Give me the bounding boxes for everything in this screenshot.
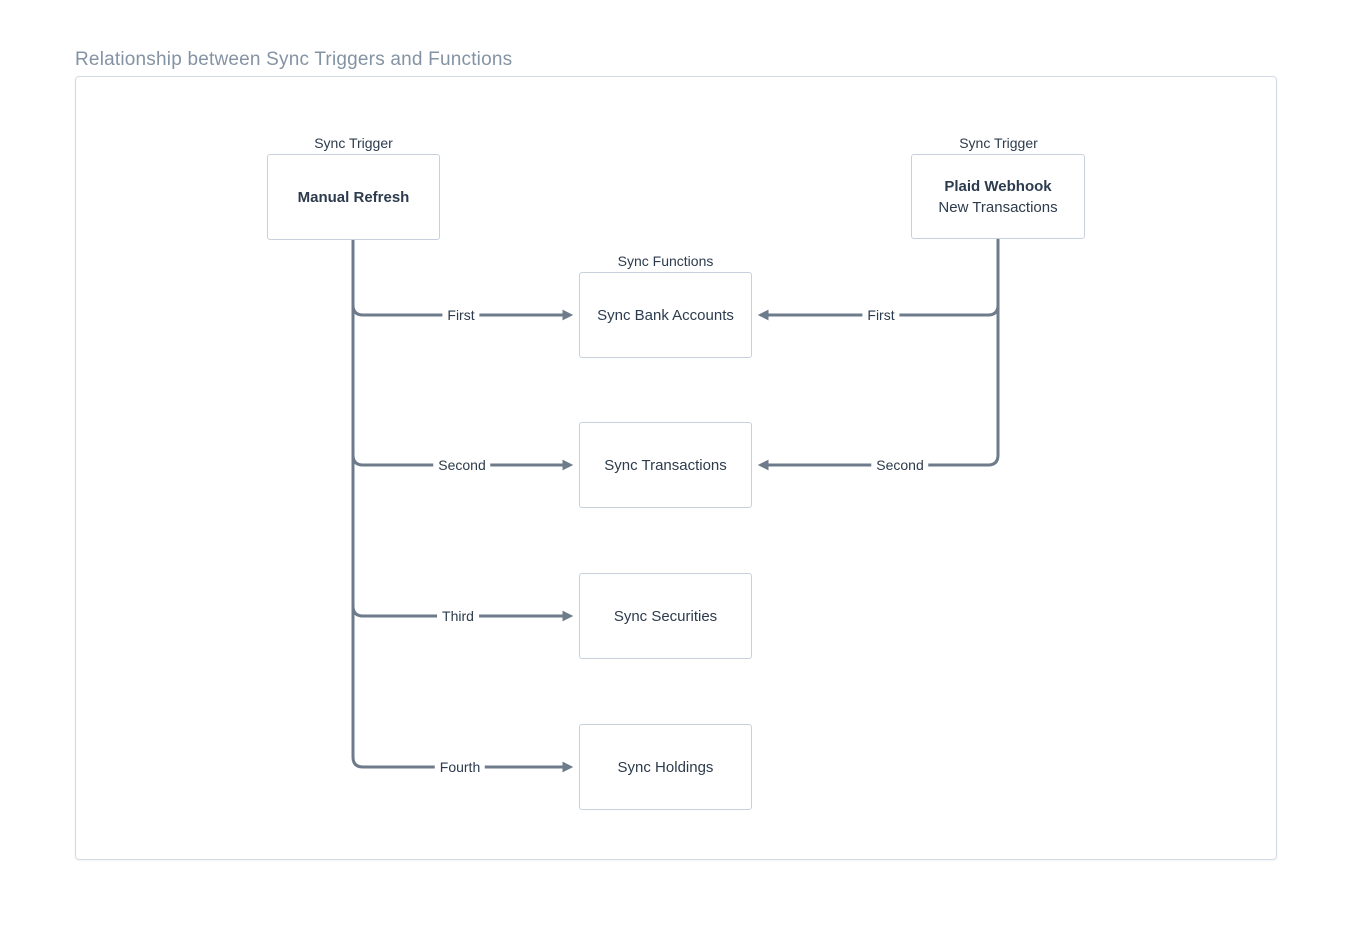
wire-label-manual-third: Third <box>437 607 479 625</box>
page-title: Relationship between Sync Triggers and F… <box>75 49 513 70</box>
sync-trigger-header-right: Sync Trigger <box>959 135 1038 151</box>
node-manual-refresh: Manual Refresh <box>267 154 440 240</box>
wire-label-plaid-first: First <box>862 306 900 324</box>
node-sync-holdings: Sync Holdings <box>579 724 752 810</box>
node-manual-refresh-label: Manual Refresh <box>297 188 410 206</box>
node-plaid-webhook-sublabel: New Transactions <box>938 198 1058 216</box>
sync-trigger-header-left: Sync Trigger <box>314 135 393 151</box>
node-sync-securities: Sync Securities <box>579 573 752 659</box>
node-sync-securities-label: Sync Securities <box>613 607 718 625</box>
wire-label-manual-second: Second <box>433 456 491 474</box>
node-sync-transactions-label: Sync Transactions <box>604 456 727 474</box>
sync-functions-header: Sync Functions <box>617 253 714 269</box>
node-plaid-webhook-label: Plaid Webhook <box>944 177 1052 195</box>
node-sync-bank-accounts-label: Sync Bank Accounts <box>597 306 734 324</box>
wire-label-plaid-second: Second <box>871 456 929 474</box>
node-sync-holdings-label: Sync Holdings <box>617 758 714 776</box>
wire-label-manual-fourth: Fourth <box>434 758 486 776</box>
node-sync-transactions: Sync Transactions <box>579 422 752 508</box>
wire-label-manual-first: First <box>442 306 480 324</box>
node-sync-bank-accounts: Sync Bank Accounts <box>579 272 752 358</box>
node-plaid-webhook: Plaid Webhook New Transactions <box>911 154 1085 239</box>
